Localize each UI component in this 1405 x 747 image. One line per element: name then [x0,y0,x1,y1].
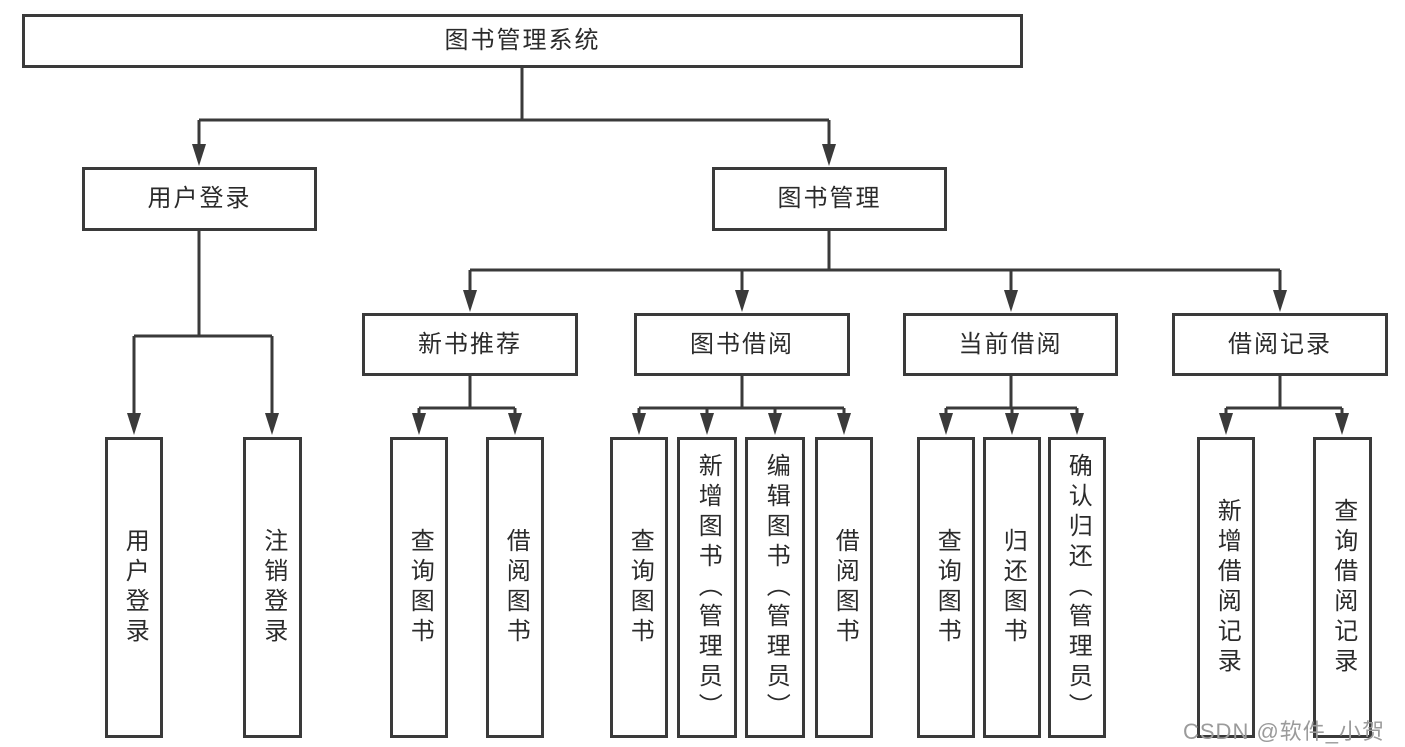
node-label: 图书管理 [777,185,882,212]
arrow-down-icon [463,290,477,312]
wire-mgmt-to-level3 [468,230,1282,292]
node-label: 新增借阅记录 [1213,497,1241,678]
leaf-add-books-admin: 新增图书（管理员） [677,437,737,738]
node-label: 查询图书 [933,527,961,648]
arrow-down-icon [508,413,522,435]
leaf-confirm-return-admin: 确认归还（管理员） [1048,437,1106,738]
wire-current-to-leaves [944,375,1079,415]
arrow-down-icon [735,290,749,312]
leaf-query-books-current: 查询图书 [917,437,975,738]
arrow-down-icon [939,413,953,435]
wire-borrow-to-leaves [637,375,846,415]
node-book-management: 图书管理 [712,167,947,231]
node-book-borrow: 图书借阅 [634,313,850,376]
leaf-logout: 注销登录 [243,437,302,738]
arrow-down-icon [1273,290,1287,312]
leaf-add-borrow-record: 新增借阅记录 [1197,437,1255,738]
arrow-down-icon [822,144,836,166]
wire-root-to-level2 [197,66,831,146]
leaf-query-books-borrow: 查询图书 [610,437,668,738]
arrow-down-icon [1219,413,1233,435]
arrow-down-icon [412,413,426,435]
node-label: 确认归还（管理员） [1064,452,1092,723]
node-label: 注销登录 [259,527,287,648]
node-label: 编辑图书（管理员） [762,452,790,723]
arrow-down-icon [1005,413,1019,435]
wire-login-to-leaves [132,230,274,415]
arrow-down-icon [700,413,714,435]
arrow-down-icon [837,413,851,435]
node-label: 借阅图书 [831,527,859,648]
node-label: 查询借阅记录 [1329,497,1357,678]
node-label: 图书管理系统 [444,27,601,54]
leaf-user-login: 用户登录 [105,437,163,738]
node-label: 借阅记录 [1228,330,1332,358]
arrow-down-icon [1070,413,1084,435]
node-label: 当前借阅 [958,330,1063,358]
leaf-query-books-recommend: 查询图书 [390,437,448,738]
arrow-down-icon [192,144,206,166]
arrow-down-icon [265,413,279,435]
leaf-edit-books-admin: 编辑图书（管理员） [745,437,805,738]
arrow-down-icon [127,413,141,435]
node-label: 查询图书 [626,527,654,648]
node-label: 用户登录 [121,527,149,648]
wire-records-to-leaves [1224,375,1344,415]
node-label: 用户登录 [147,185,252,212]
node-user-login: 用户登录 [82,167,317,231]
arrow-down-icon [1004,290,1018,312]
csdn-watermark: CSDN @软件_小贺同学 [1183,719,1386,744]
node-book-management-system: 图书管理系统 [22,14,1023,68]
leaf-query-borrow-record: 查询借阅记录 [1313,437,1372,738]
node-label: 新增图书（管理员） [694,452,722,723]
node-label: 借阅图书 [502,527,530,648]
arrow-down-icon [1335,413,1349,435]
leaf-borrow-books-recommend: 借阅图书 [486,437,544,738]
node-borrow-records: 借阅记录 [1172,313,1388,376]
node-label: 新书推荐 [418,330,522,358]
node-current-borrow: 当前借阅 [903,313,1118,376]
node-new-book-recommend: 新书推荐 [362,313,578,376]
node-label: 查询图书 [406,527,434,648]
node-label: 图书借阅 [690,330,794,358]
leaf-borrow-books: 借阅图书 [815,437,873,738]
wire-recommend-to-leaves [417,375,517,415]
arrow-down-icon [768,413,782,435]
arrow-down-icon [632,413,646,435]
leaf-return-books: 归还图书 [983,437,1041,738]
node-label: 归还图书 [999,527,1027,648]
